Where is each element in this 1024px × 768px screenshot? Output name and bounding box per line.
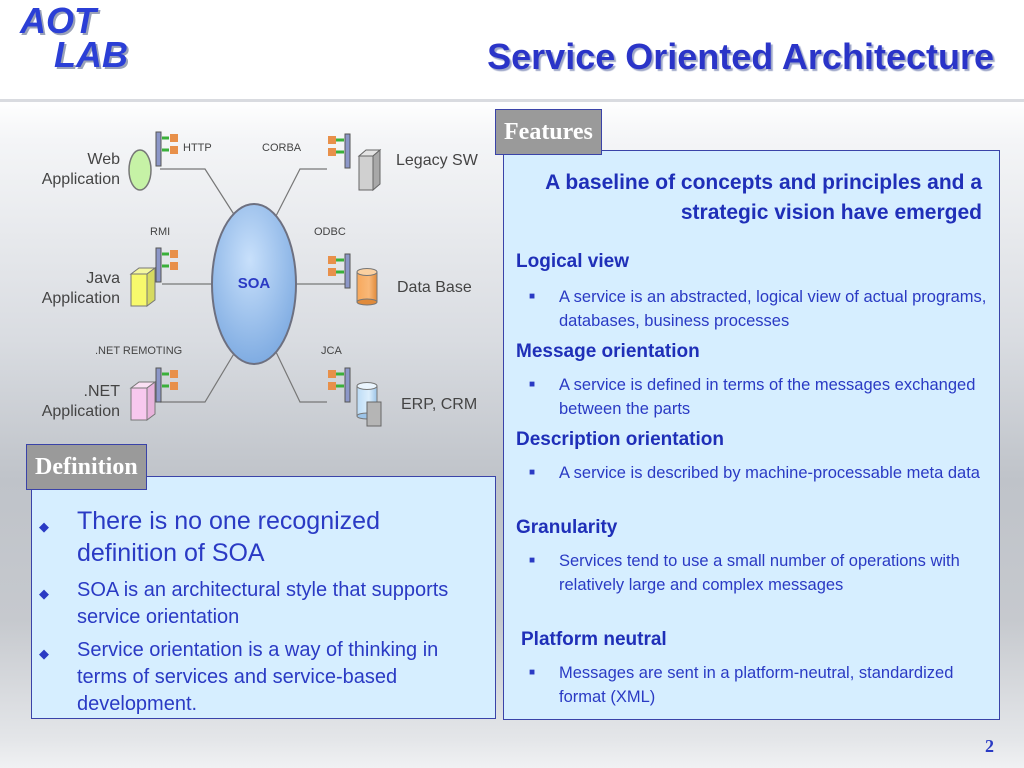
feature-text-granularity: Services tend to use a small number of o… (559, 552, 960, 594)
feature-text-message-orientation: A service is defined in terms of the mes… (559, 376, 976, 418)
definition-text-1: There is no one recognized definition of… (77, 507, 380, 567)
adapter-icon-odbc (328, 253, 351, 289)
line-net (160, 351, 236, 403)
slide-title: Service Oriented Architecture (487, 36, 994, 77)
protocol-odbc: ODBC (314, 226, 346, 238)
feature-text-logical-view: A service is an abstracted, logical view… (559, 288, 987, 330)
square-bullet-icon: ■ (529, 291, 536, 302)
square-bullet-icon: ■ (529, 379, 536, 390)
adapter-icon-net-remoting (155, 367, 178, 403)
protocol-net-remoting: .NET REMOTING (95, 345, 183, 357)
feature-bullet-description-orientation: ■ A service is described by machine-proc… (529, 461, 989, 485)
legacy-sw-shape (357, 148, 382, 192)
feature-title-description-orientation: Description orientation (516, 429, 724, 450)
feature-title-message-orientation: Message orientation (516, 341, 700, 362)
net-app-label: .NET Application (41, 383, 120, 420)
feature-title-granularity: Granularity (516, 517, 618, 538)
feature-bullet-message-orientation: ■ A service is defined in terms of the m… (529, 373, 979, 421)
feature-bullet-platform-neutral: ■ Messages are sent in a platform-neutra… (529, 661, 979, 709)
definition-label: Definition (26, 444, 147, 490)
erp-crm-label: ERP, CRM (401, 396, 478, 413)
feature-bullet-logical-view: ■ A service is an abstracted, logical vi… (529, 285, 989, 333)
web-app-label: Web Application (41, 151, 120, 188)
feature-title-platform-neutral: Platform neutral (521, 629, 667, 650)
square-bullet-icon: ■ (529, 667, 536, 678)
features-panel (503, 150, 1000, 720)
legacy-sw-label: Legacy SW (396, 152, 478, 169)
connection-lines (160, 168, 348, 403)
adapter-icon-rmi (155, 247, 178, 283)
java-app-shape (129, 267, 157, 307)
diamond-bullet-icon: ◆ (39, 519, 49, 534)
header-bar: AOT LAB Service Oriented Architecture (0, 0, 1024, 102)
aot-lab-logo: AOT LAB (20, 3, 128, 75)
square-bullet-icon: ■ (529, 467, 536, 478)
square-bullet-icon: ■ (529, 555, 536, 566)
net-app-shape (129, 381, 157, 421)
feature-title-logical-view: Logical view (516, 251, 629, 272)
protocol-corba: CORBA (262, 142, 302, 154)
protocol-rmi: RMI (150, 226, 171, 238)
features-label: Features (495, 109, 602, 155)
definition-item-1: ◆ There is no one recognized definition … (39, 505, 457, 569)
soa-label: SOA (237, 275, 271, 292)
page-number: 2 (985, 736, 994, 756)
feature-text-platform-neutral: Messages are sent in a platform-neutral,… (559, 664, 954, 706)
definition-item-2: ◆ SOA is an architectural style that sup… (39, 577, 457, 631)
definition-item-3: ◆ Service orientation is a way of thinki… (39, 637, 489, 718)
protocol-http: HTTP (183, 142, 212, 154)
line-legacy (275, 168, 327, 217)
features-intro: A baseline of concepts and principles an… (545, 171, 982, 224)
diamond-bullet-icon: ◆ (39, 586, 49, 601)
soa-diagram-graphic (128, 131, 382, 427)
feature-bullet-granularity: ■ Services tend to use a small number of… (529, 549, 979, 597)
definition-text-3: Service orientation is a way of thinking… (77, 639, 439, 715)
line-erp (275, 351, 327, 403)
java-app-label: Java Application (41, 270, 120, 307)
adapter-icons (155, 131, 351, 403)
adapter-icon-corba (328, 133, 351, 169)
logo-line-2: LAB (54, 34, 128, 75)
database-shape (356, 268, 378, 306)
adapter-icon-jca (328, 367, 351, 403)
protocol-jca: JCA (321, 345, 342, 357)
feature-text-description-orientation: A service is described by machine-proces… (559, 464, 980, 482)
database-label: Data Base (397, 279, 472, 296)
line-web (160, 168, 236, 217)
adapter-icon-http (155, 131, 178, 167)
diamond-bullet-icon: ◆ (39, 646, 49, 661)
definition-text-2: SOA is an architectural style that suppo… (77, 579, 449, 628)
logo-line-1: AOT (20, 0, 96, 41)
soa-diagram: SOA Web Application Java Application .NE… (0, 104, 500, 434)
definition-panel (31, 476, 496, 719)
erp-crm-shape (356, 382, 382, 427)
web-app-shape (128, 149, 152, 191)
soa-ellipse (211, 203, 297, 365)
